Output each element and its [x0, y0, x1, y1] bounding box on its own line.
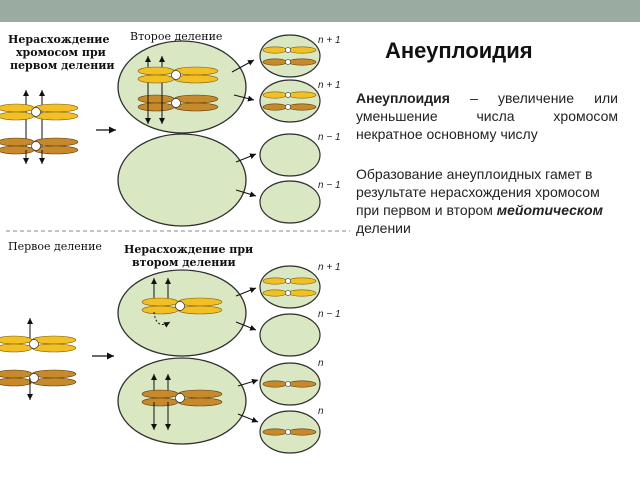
- slide-title: Анеуплоидия: [385, 38, 533, 63]
- top-gamete-4: [259, 180, 321, 224]
- top-gamete-3: [259, 133, 321, 177]
- top-label-line2: хромосом при: [16, 46, 106, 59]
- top-parent-brown: [0, 137, 79, 155]
- top-gamete-label-4: n − 1: [318, 180, 341, 191]
- bottom-cell-upper-chromosomes: [141, 278, 223, 328]
- top-gamete-label-3: n − 1: [318, 132, 341, 143]
- bottom-cell-lower-chromosomes: [141, 374, 223, 430]
- definition-text: Анеуплоидия – увеличение или уменьшение …: [356, 89, 618, 143]
- top-label-line3: первом делении: [10, 59, 115, 72]
- definition-body: – увеличение или уменьшение числа хромос…: [356, 90, 618, 142]
- top-gamete-1: [259, 34, 321, 78]
- top-label-second: Второе деление: [130, 30, 222, 43]
- top-parent-chromosomes: [0, 90, 79, 164]
- definition-term: Анеуплоидия: [356, 90, 450, 106]
- bottom-label-right-line1: Нерасхождение при: [124, 243, 253, 256]
- top-cell-lower: [117, 133, 247, 227]
- top-cell-upper-chromosomes: [137, 56, 219, 124]
- top-label-line1: Нерасхождение: [8, 33, 109, 46]
- bottom-label-left: Первое деление: [8, 240, 102, 253]
- top-banner: [0, 0, 640, 22]
- bottom-parent-chromosomes: [0, 318, 77, 400]
- bottom-section: Первое деление Нерасхождение при втором …: [0, 240, 341, 454]
- bottom-gamete-label-4: n: [318, 406, 324, 417]
- bottom-gamete-1: [259, 265, 321, 309]
- bottom-gamete-label-2: n − 1: [318, 309, 341, 320]
- top-section: Нерасхождение хромосом при первом делени…: [0, 30, 341, 227]
- formation-text-before: Образование анеуплоидных гамет в результ…: [356, 166, 600, 218]
- bottom-gamete-label-3: n: [318, 358, 324, 369]
- formation-text: Образование анеуплоидных гамет в результ…: [356, 165, 626, 237]
- bottom-label-right-line2: втором делении: [132, 256, 236, 269]
- top-cell-upper: [117, 40, 247, 134]
- bottom-gamete-2: [259, 313, 321, 357]
- bottom-cell-upper: [117, 269, 247, 357]
- formation-text-after: делении: [356, 220, 411, 236]
- top-gamete-label-2: n + 1: [318, 80, 341, 91]
- top-gamete-label-1: n + 1: [318, 35, 341, 46]
- bottom-gamete-label-1: n + 1: [318, 262, 341, 273]
- top-gamete-2: [259, 79, 321, 123]
- top-parent-yellow: [0, 103, 79, 121]
- formation-emphasis: мейотическом: [496, 202, 603, 218]
